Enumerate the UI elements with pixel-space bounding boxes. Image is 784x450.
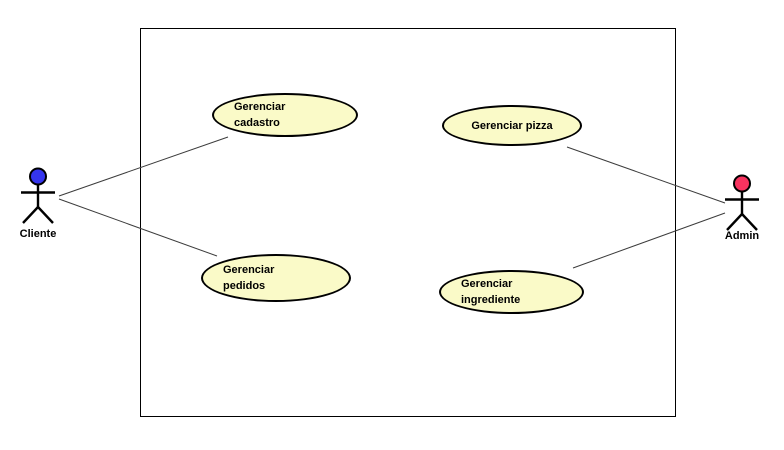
- usecase-label: Gerenciar: [461, 278, 513, 290]
- actor-cliente-head-icon: [29, 167, 47, 186]
- association-admin-ingrediente: [572, 212, 726, 269]
- actor-leg-left: [22, 206, 39, 224]
- association-admin-pizza: [566, 146, 726, 204]
- actor-leg-left: [726, 213, 743, 231]
- actor-admin-label: Admin: [724, 230, 760, 242]
- usecase-label: Gerenciar: [234, 101, 286, 113]
- usecase-gerenciar-cadastro[interactable]: Gerenciar cadastro: [212, 93, 358, 137]
- association-cliente-cadastro: [58, 136, 229, 197]
- actor-admin-head-icon: [733, 174, 751, 193]
- usecase-gerenciar-ingrediente[interactable]: Gerenciar ingrediente: [439, 270, 584, 314]
- usecase-label: Gerenciar: [223, 264, 275, 276]
- association-cliente-pedidos: [58, 198, 218, 257]
- usecase-label: cadastro: [234, 117, 280, 129]
- usecase-label: pedidos: [223, 280, 266, 292]
- usecase-label: ingrediente: [461, 294, 521, 306]
- actor-cliente-label: Cliente: [19, 228, 57, 240]
- usecase-label: Gerenciar pizza: [471, 119, 553, 132]
- actor-leg-right: [37, 206, 54, 224]
- system-boundary: [140, 28, 676, 417]
- actor-admin[interactable]: [720, 174, 764, 232]
- actor-leg-right: [741, 213, 758, 231]
- usecase-gerenciar-pizza[interactable]: Gerenciar pizza: [442, 105, 582, 146]
- actor-cliente[interactable]: [16, 167, 60, 225]
- usecase-gerenciar-pedidos[interactable]: Gerenciar pedidos: [201, 254, 351, 302]
